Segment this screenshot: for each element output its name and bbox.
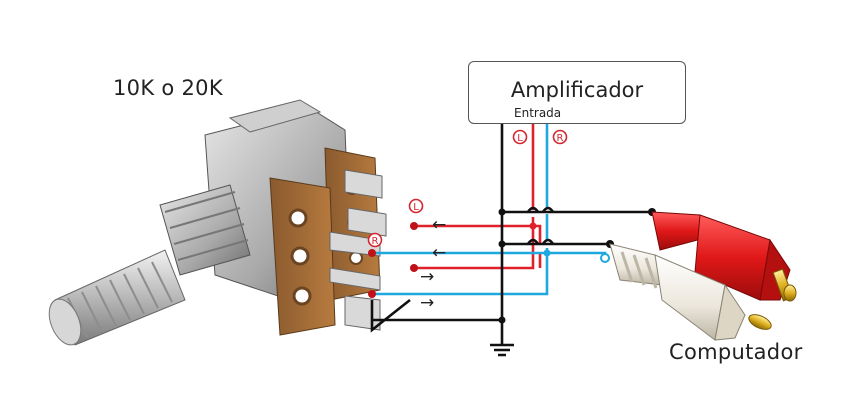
ground-jumper bbox=[370, 298, 411, 333]
marker-right-top: R bbox=[552, 129, 568, 145]
potentiometer-label: 10K o 20K bbox=[113, 76, 223, 100]
right-wire-amp-lower bbox=[372, 214, 549, 296]
left-wire-input bbox=[414, 224, 542, 245]
ground-symbol bbox=[490, 343, 514, 357]
svg-text:R: R bbox=[372, 236, 379, 247]
right-wire-input bbox=[372, 251, 607, 258]
svg-text:R: R bbox=[557, 133, 564, 144]
svg-text:L: L bbox=[413, 202, 419, 213]
marker-right-pot: R bbox=[367, 232, 383, 248]
left-wire-amp-lower bbox=[414, 217, 535, 270]
rca-plug-white bbox=[609, 243, 772, 341]
arrow-right-2: → bbox=[420, 293, 434, 313]
amplifier-box: Amplificador bbox=[468, 61, 686, 124]
svg-text:L: L bbox=[517, 133, 523, 144]
rca-plug-red bbox=[651, 211, 797, 302]
computer-label: Computador bbox=[669, 340, 803, 364]
amplifier-title: Amplificador bbox=[510, 78, 644, 102]
arrow-left-2: ← bbox=[432, 243, 446, 263]
marker-left-pot: L bbox=[408, 198, 424, 214]
arrow-left-1: ← bbox=[432, 215, 446, 235]
amplifier-input-label: Entrada bbox=[514, 106, 562, 120]
potentiometer-illustration bbox=[48, 99, 387, 346]
marker-left-top: L bbox=[512, 129, 528, 145]
wiring bbox=[370, 124, 652, 357]
arrow-right-1: → bbox=[420, 267, 434, 287]
